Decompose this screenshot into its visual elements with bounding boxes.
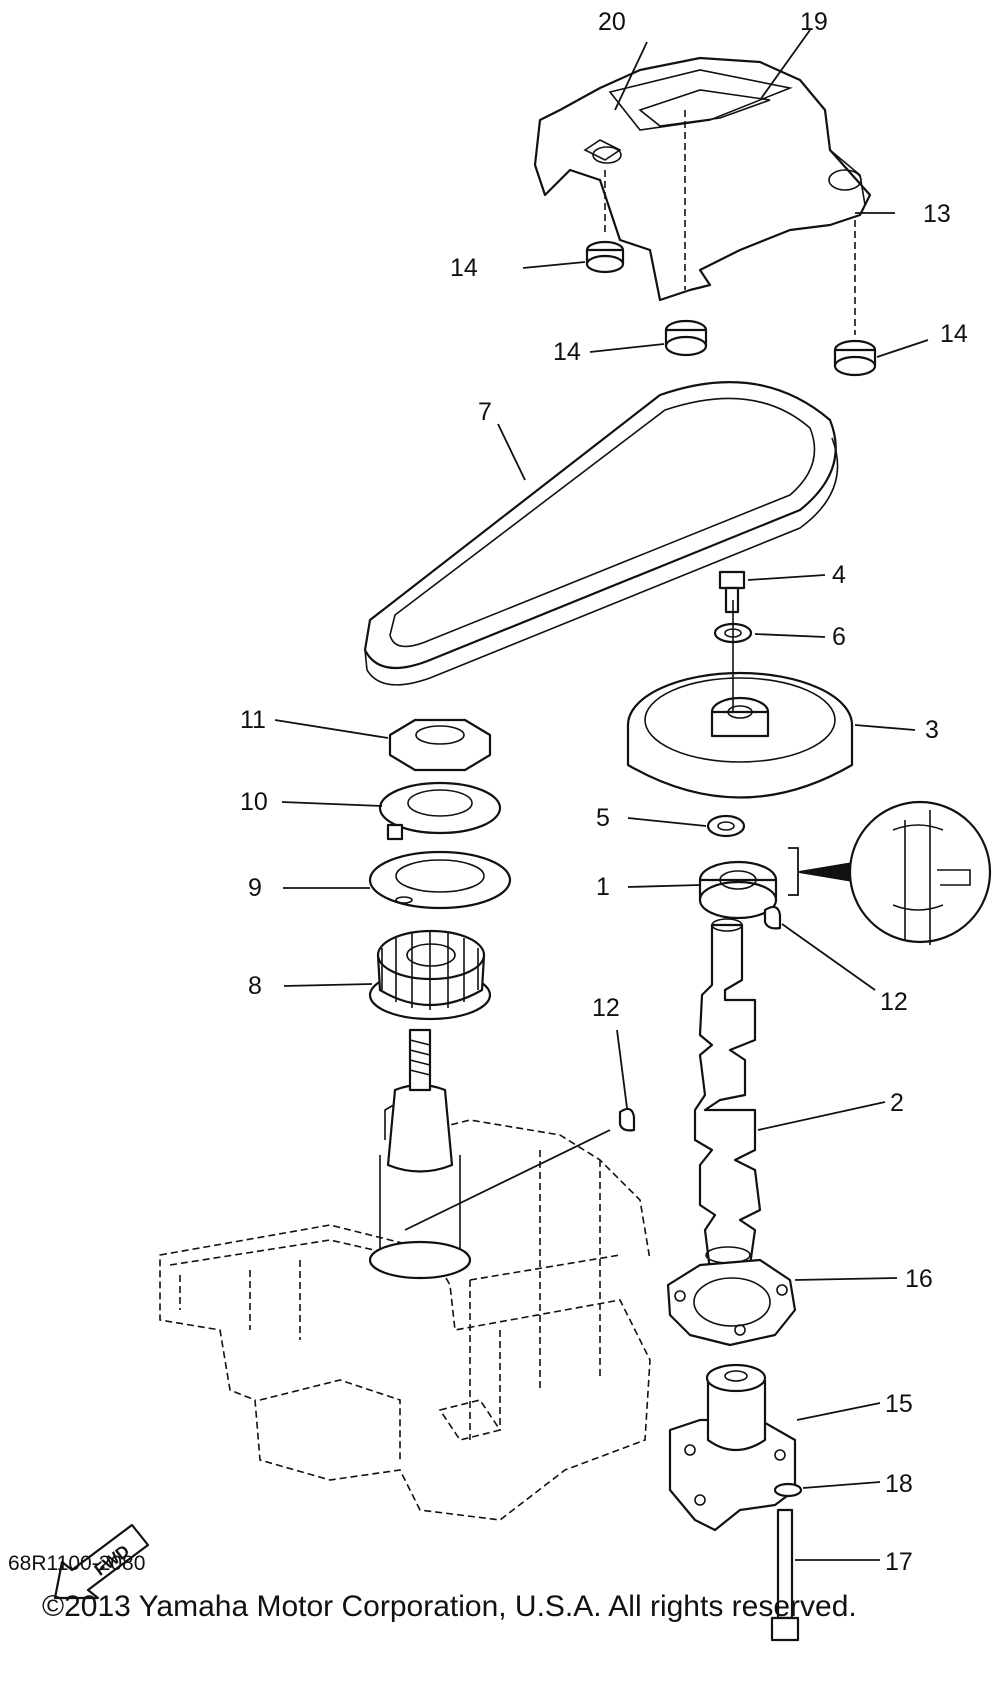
gasket bbox=[666, 1258, 797, 1347]
part-label-14-right: 14 bbox=[940, 320, 968, 348]
part-label-3: 3 bbox=[925, 716, 939, 744]
part-label-16: 16 bbox=[905, 1265, 933, 1293]
nut bbox=[388, 718, 492, 772]
part-label-12-middle: 12 bbox=[592, 994, 620, 1022]
grommet-middle bbox=[664, 319, 708, 357]
part-label-9: 9 bbox=[248, 874, 262, 902]
oil-pump bbox=[668, 1363, 797, 1532]
camshaft-pulley bbox=[626, 600, 854, 799]
part-label-6: 6 bbox=[832, 623, 846, 651]
detail-view bbox=[798, 800, 992, 945]
part-label-11: 11 bbox=[240, 706, 266, 734]
drive-sprocket bbox=[368, 929, 492, 1140]
grommet-right bbox=[833, 220, 877, 377]
part-label-18: 18 bbox=[885, 1470, 913, 1498]
woodruff-key-upper bbox=[763, 905, 782, 930]
part-label-2: 2 bbox=[890, 1089, 904, 1117]
timing-belt bbox=[363, 381, 839, 686]
part-label-15: 15 bbox=[885, 1390, 913, 1418]
part-label-10: 10 bbox=[240, 788, 268, 816]
woodruff-key-lower bbox=[404, 1107, 636, 1231]
camshaft bbox=[693, 918, 762, 1282]
part-label-19: 19 bbox=[800, 8, 828, 36]
copyright: ©2013 Yamaha Motor Corporation, U.S.A. A… bbox=[42, 1590, 857, 1623]
part-label-12-right: 12 bbox=[880, 988, 908, 1016]
part-label-4: 4 bbox=[832, 561, 846, 589]
pump-bolt bbox=[770, 1508, 800, 1642]
leader-lines bbox=[274, 29, 929, 1561]
part-label-17: 17 bbox=[885, 1548, 913, 1576]
washer-18 bbox=[773, 1482, 803, 1498]
part-labels: 20 19 13 14 14 14 7 4 6 3 11 10 5 9 1 8 … bbox=[240, 8, 968, 1576]
part-label-13: 13 bbox=[923, 200, 951, 228]
lock-washer bbox=[378, 781, 502, 841]
part-label-1: 1 bbox=[596, 873, 610, 901]
plate-washer bbox=[368, 850, 512, 910]
belt-cover bbox=[533, 56, 872, 302]
part-label-5: 5 bbox=[596, 804, 610, 832]
washer-5 bbox=[706, 814, 746, 838]
part-label-20: 20 bbox=[598, 8, 626, 36]
oil-seal bbox=[698, 847, 799, 920]
part-label-14-middle: 14 bbox=[553, 338, 581, 366]
reference-code: 68R1100-2080 bbox=[8, 1552, 146, 1575]
bolt bbox=[718, 570, 746, 614]
cylinder-block bbox=[159, 1028, 651, 1521]
grommet-left bbox=[585, 170, 625, 274]
part-label-7: 7 bbox=[478, 398, 492, 426]
part-label-14-left: 14 bbox=[450, 254, 478, 282]
part-label-8: 8 bbox=[248, 972, 262, 1000]
